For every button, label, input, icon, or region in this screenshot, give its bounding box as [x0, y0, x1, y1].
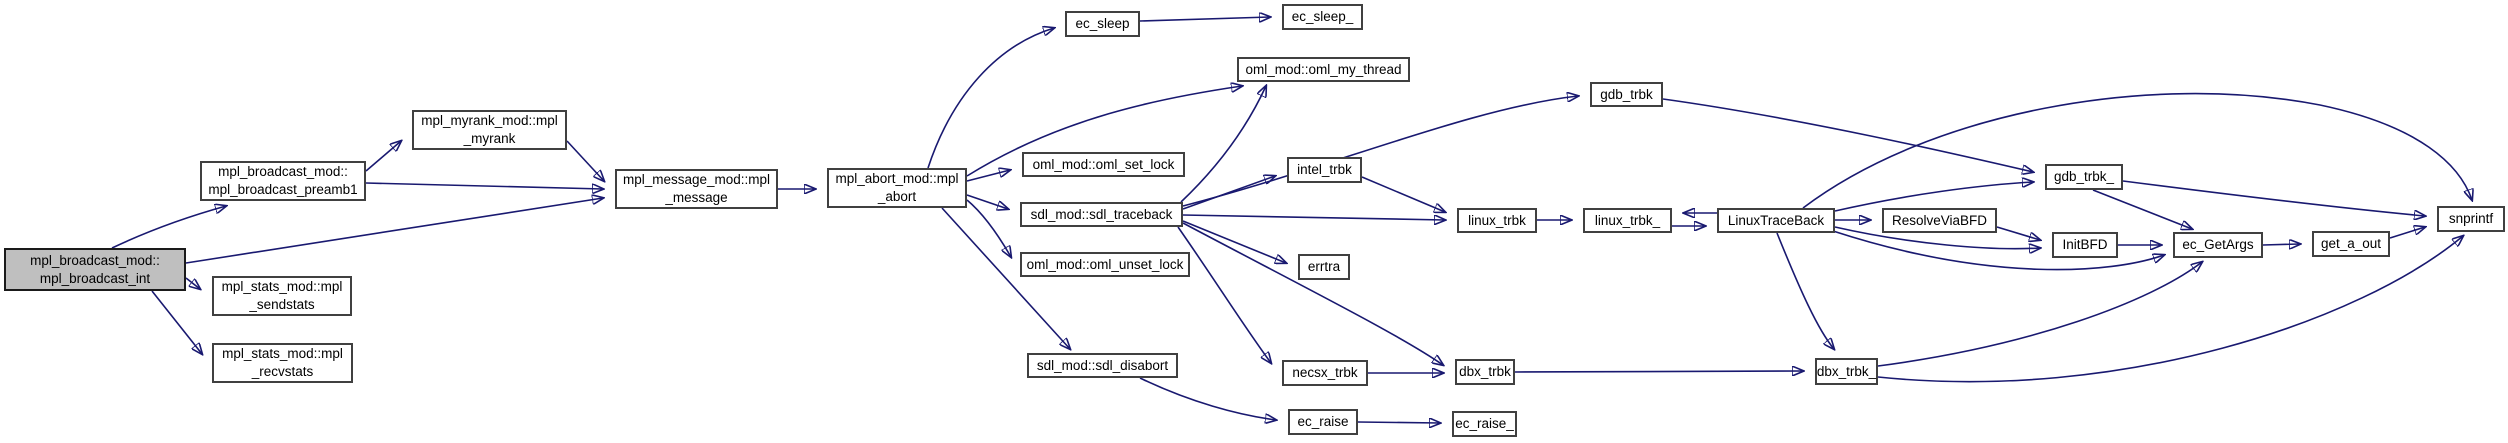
node-resolveviabfd[interactable]: ResolveViaBFD — [1882, 208, 1997, 233]
edge-dbx_trbk-dbx_trbk_ — [1514, 371, 1803, 372]
edge-abort-sdl_disabort — [941, 207, 1070, 349]
edge-abort-ec_sleep — [927, 28, 1054, 169]
node-intel-trbk[interactable]: intel_trbk — [1287, 157, 1362, 183]
edge-broadcast_int-preamb1 — [111, 206, 226, 249]
edge-LinuxTraceBack-InitBFD — [1834, 226, 2040, 249]
edge-abort-oml_my_thread — [966, 86, 1242, 177]
edge-sdl_traceback-dbx_trbk — [1182, 222, 1443, 365]
edge-broadcast_int-sendstats — [185, 277, 200, 289]
edge-sdl_traceback-oml_my_thread — [1180, 86, 1266, 203]
edge-abort-oml_set_lock — [966, 170, 1010, 182]
node-ec-sleep-u[interactable]: ec_sleep_ — [1282, 4, 1363, 30]
node-gdb-trbk[interactable]: gdb_trbk — [1590, 82, 1663, 107]
node-mpl-sendstats[interactable]: mpl_stats_mod::mpl _sendstats — [212, 276, 352, 316]
edge-LinuxTraceBack-snprintf — [1802, 92, 2472, 209]
edge-ec_raise-ec_raise_ — [1357, 422, 1440, 423]
node-mpl-broadcast-int: mpl_broadcast_mod:: mpl_broadcast_int — [4, 248, 186, 291]
edge-gdb_trbk_-ec_GetArgs — [2092, 189, 2192, 229]
edge-LinuxTraceBack-dbx_trbk_ — [1776, 232, 1834, 349]
node-sdl-disabort[interactable]: sdl_mod::sdl_disabort — [1027, 353, 1178, 378]
edge-sdl_traceback-linux_trbk — [1182, 214, 1445, 220]
node-ec-getargs[interactable]: ec_GetArgs — [2173, 232, 2263, 258]
node-gdb-trbk-u[interactable]: gdb_trbk_ — [2045, 164, 2123, 190]
edge-sdl_traceback-intel_trbk — [1182, 176, 1275, 210]
node-mpl-recvstats[interactable]: mpl_stats_mod::mpl _recvstats — [212, 343, 353, 383]
edge-dbx_trbk_-snprintf — [1877, 236, 2463, 383]
node-oml-set-lock[interactable]: oml_mod::oml_set_lock — [1022, 152, 1185, 177]
edge-sdl_traceback-necsx_trbk — [1177, 226, 1271, 363]
edge-gdb_trbk-gdb_trbk_ — [1662, 98, 2033, 172]
node-ec-raise-u[interactable]: ec_raise_ — [1452, 411, 1517, 437]
edge-broadcast_int-message — [185, 198, 603, 264]
node-oml-my-thread[interactable]: oml_mod::oml_my_thread — [1237, 57, 1410, 82]
edge-LinuxTraceBack-gdb_trbk_ — [1834, 182, 2033, 212]
node-snprintf[interactable]: snprintf — [2437, 206, 2505, 232]
edge-intel_trbk-linux_trbk — [1361, 176, 1445, 212]
edge-abort-oml_unset_lock — [966, 199, 1011, 257]
node-mpl-message[interactable]: mpl_message_mod::mpl _message — [615, 169, 778, 209]
node-oml-unset-lock[interactable]: oml_mod::oml_unset_lock — [1020, 252, 1190, 277]
edge-abort-sdl_traceback — [966, 194, 1008, 209]
node-necsx-trbk[interactable]: necsx_trbk — [1282, 360, 1368, 386]
node-mpl-broadcast-preamb1[interactable]: mpl_broadcast_mod:: mpl_broadcast_preamb… — [200, 161, 366, 201]
node-linux-trbk-u[interactable]: linux_trbk_ — [1583, 208, 1672, 233]
edge-sdl_traceback-gdb_trbk — [1182, 96, 1578, 207]
node-mpl-myrank[interactable]: mpl_myrank_mod::mpl _myrank — [412, 110, 567, 150]
node-dbx-trbk[interactable]: dbx_trbk — [1455, 359, 1515, 385]
edge-dbx_trbk_-ec_GetArgs — [1877, 262, 2202, 367]
edge-sdl_disabort-ec_raise — [1139, 377, 1276, 420]
node-get-a-out[interactable]: get_a_out — [2312, 231, 2390, 257]
node-initbfd[interactable]: InitBFD — [2052, 232, 2118, 258]
edge-sdl_traceback-errtra — [1182, 220, 1286, 263]
edge-broadcast_int-recvstats — [151, 290, 202, 354]
edge-preamb1-message — [365, 182, 603, 189]
edge-get_a_out-snprintf — [2389, 227, 2425, 239]
edge-LinuxTraceBack-ec_GetArgs — [1832, 230, 2164, 271]
node-dbx-trbk-u[interactable]: dbx_trbk_ — [1815, 358, 1878, 385]
node-ec-raise[interactable]: ec_raise — [1288, 409, 1358, 435]
edge-ec_GetArgs-get_a_out — [2262, 244, 2300, 245]
edge-ec_sleep-ec_sleep_ — [1139, 17, 1270, 21]
edge-gdb_trbk_-snprintf — [2122, 180, 2425, 216]
node-mpl-abort[interactable]: mpl_abort_mod::mpl _abort — [827, 168, 967, 208]
edge-preamb1-myrank — [365, 141, 401, 172]
edge-ResolveViaBFD-InitBFD — [1996, 226, 2040, 240]
node-errtra[interactable]: errtra — [1298, 254, 1350, 280]
node-ec-sleep[interactable]: ec_sleep — [1065, 11, 1140, 37]
edge-myrank-message — [566, 140, 604, 181]
node-linuxtraceback[interactable]: LinuxTraceBack — [1717, 208, 1835, 233]
node-linux-trbk[interactable]: linux_trbk — [1457, 208, 1537, 233]
node-sdl-traceback[interactable]: sdl_mod::sdl_traceback — [1020, 202, 1183, 227]
